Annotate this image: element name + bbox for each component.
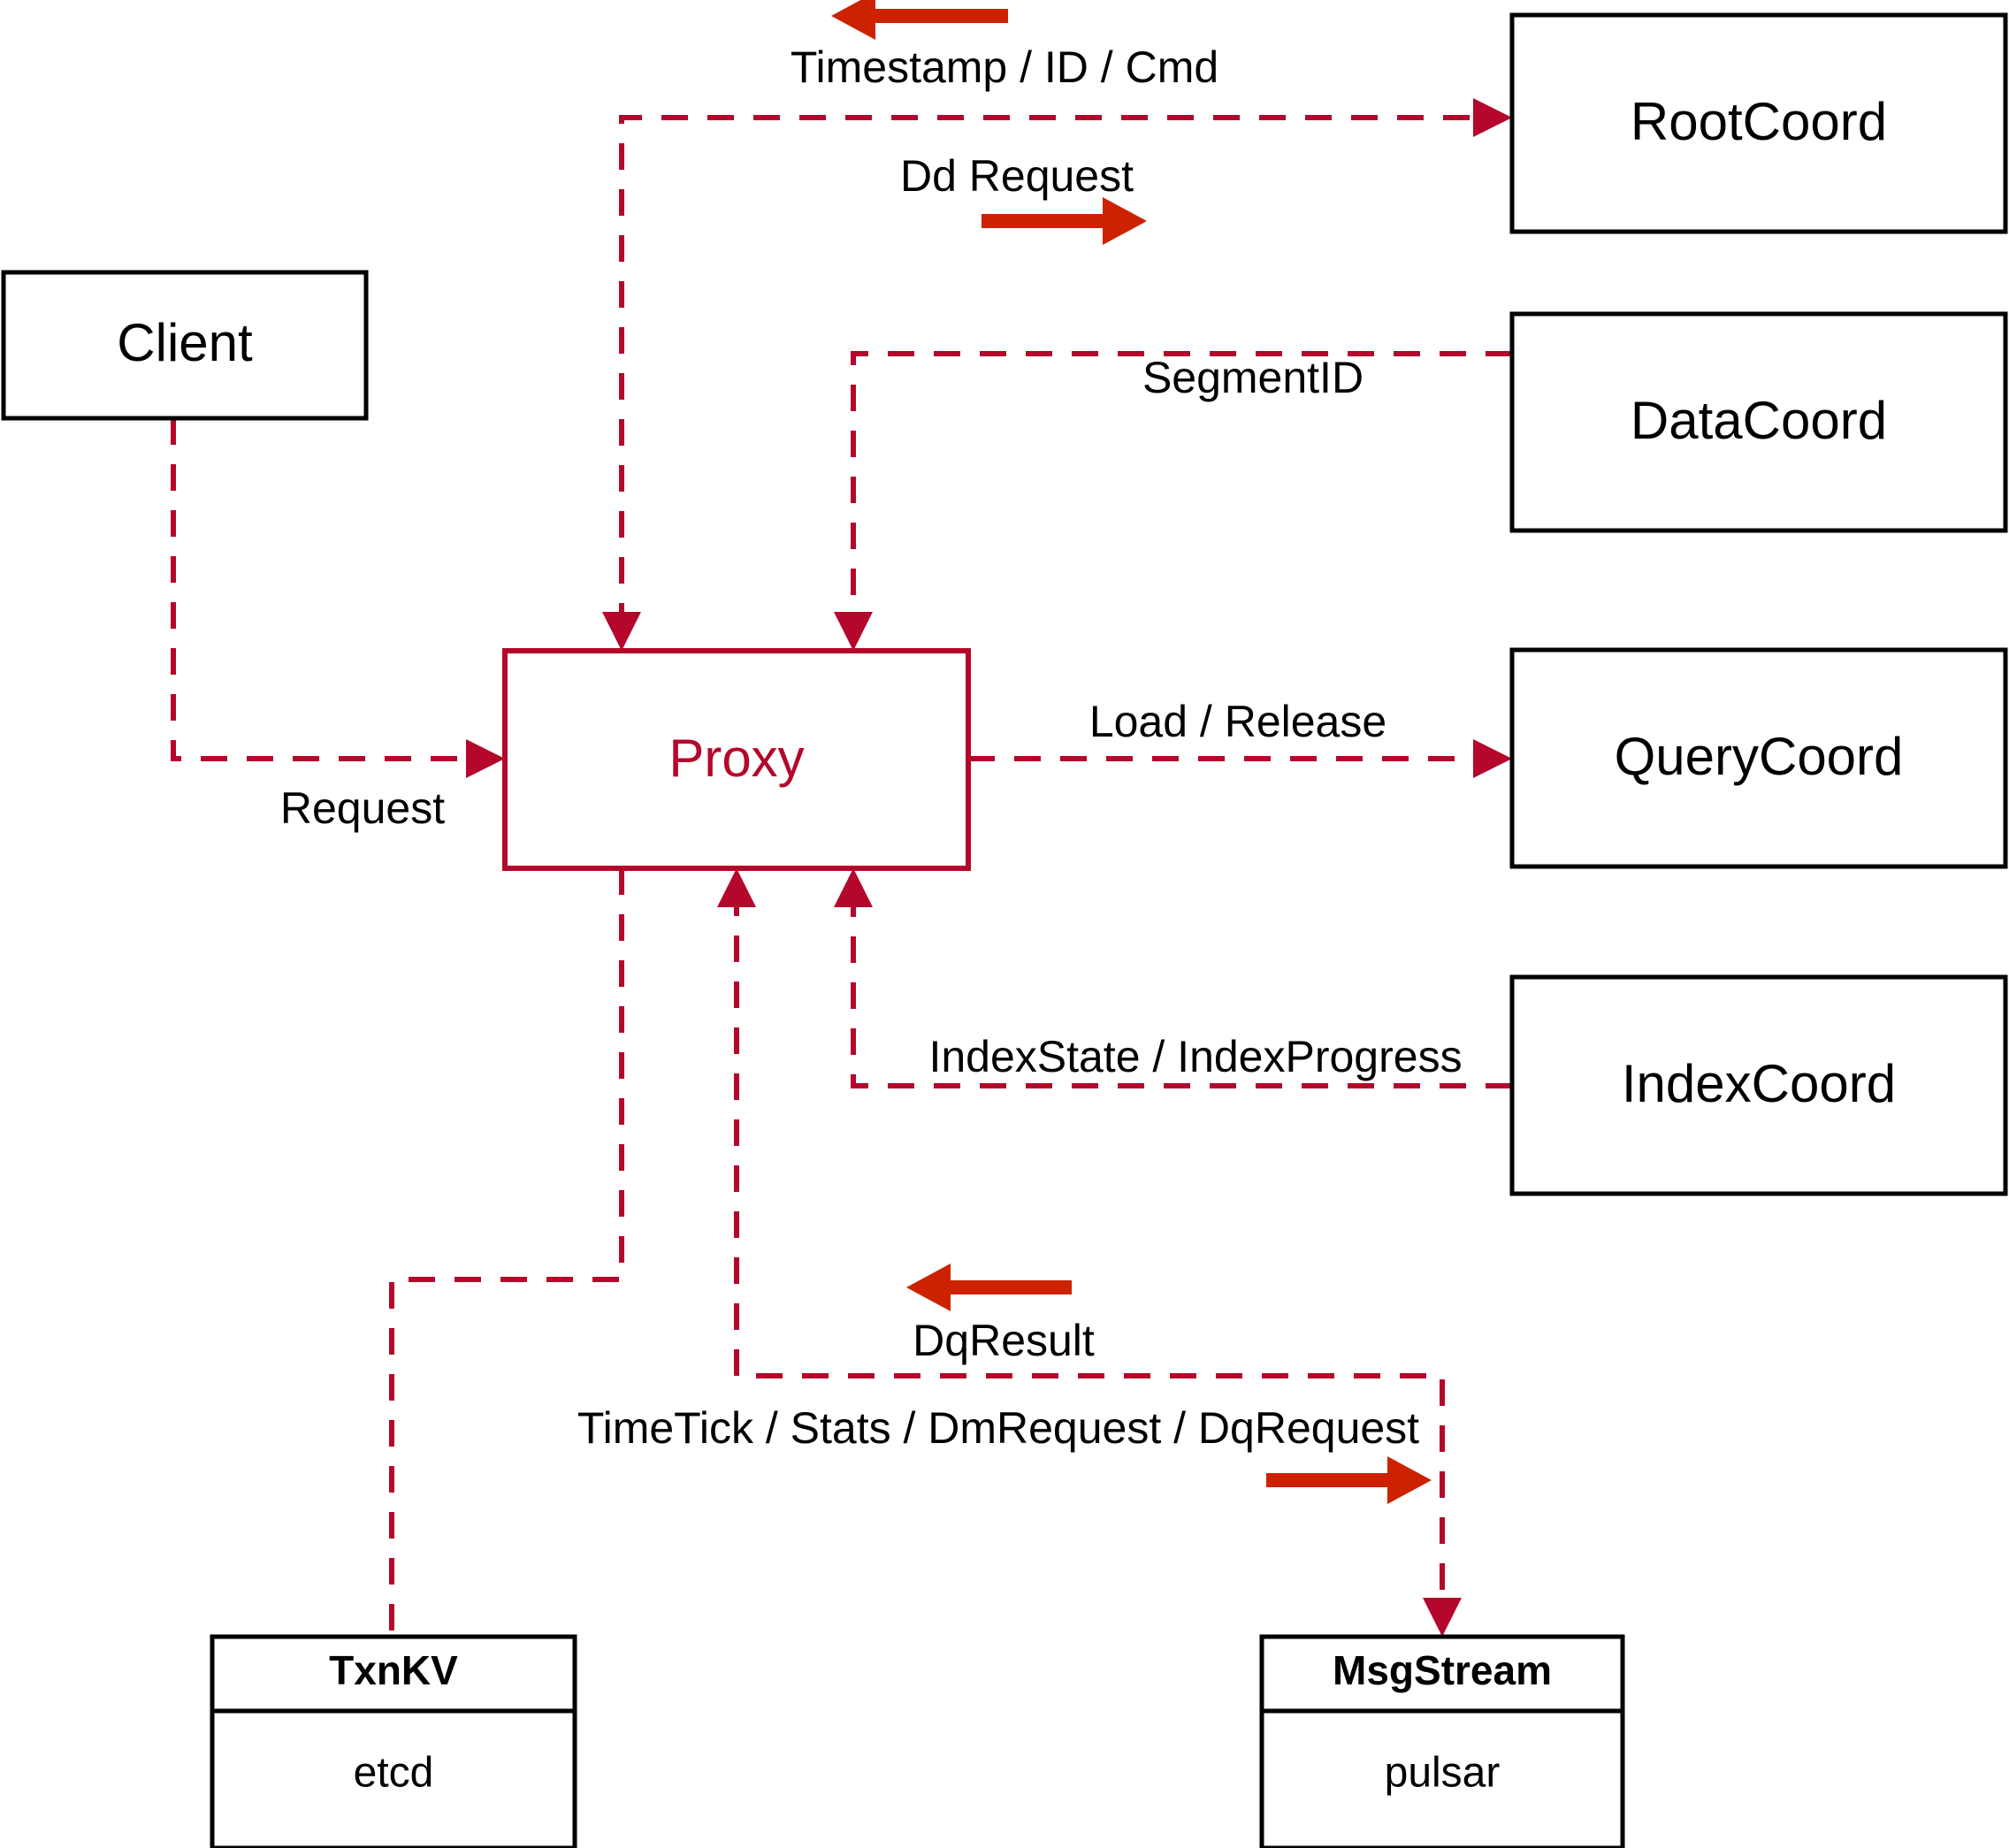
node-msg-stream-box xyxy=(1259,1634,1625,1848)
edge-label-segmentid: SegmentID xyxy=(1142,353,1364,402)
direction-arrow-dqrequest-right xyxy=(1266,1456,1432,1504)
node-data-coord-box xyxy=(1509,311,2008,533)
edge-datacoord-path xyxy=(851,351,1512,630)
edge-txnkv-link xyxy=(389,868,624,1637)
node-index-coord-label: IndexCoord xyxy=(1622,1054,1896,1113)
edge-rootcoord-channel xyxy=(602,98,1512,651)
node-proxy[interactable]: Proxy xyxy=(502,648,971,871)
node-msg-stream-impl: pulsar xyxy=(1385,1750,1501,1797)
edge-querycoord-arrowhead xyxy=(1473,739,1512,778)
edge-client-request-path xyxy=(171,418,485,761)
node-msg-stream[interactable]: MsgStream pulsar xyxy=(1259,1634,1625,1848)
edge-indexcoord-state xyxy=(834,868,1512,1088)
direction-arrow-dqresult-left xyxy=(906,1264,1072,1311)
edge-msgstream-path xyxy=(734,890,1445,1613)
node-root-coord-label: RootCoord xyxy=(1631,92,1887,151)
node-query-coord-label: QueryCoord xyxy=(1615,727,1904,786)
edge-rootcoord-path xyxy=(619,115,1491,630)
edge-client-request-arrowhead xyxy=(466,739,505,778)
edge-datacoord-arrowhead-down xyxy=(834,612,873,651)
edge-rootcoord-arrowhead-right xyxy=(1473,98,1512,137)
edge-label-indexstate-indexprogress: IndexState / IndexProgress xyxy=(928,1032,1462,1081)
node-root-coord-box xyxy=(1509,12,2008,234)
edge-msgstream-arrowhead-down xyxy=(1423,1598,1462,1637)
node-index-coord[interactable]: IndexCoord xyxy=(1509,974,2008,1196)
node-query-coord-box xyxy=(1509,647,2008,869)
edge-msgstream-channel xyxy=(717,868,1462,1637)
node-data-coord-label: DataCoord xyxy=(1631,391,1887,450)
edge-indexcoord-path xyxy=(851,890,1512,1088)
edge-label-load-release: Load / Release xyxy=(1089,697,1386,746)
node-client[interactable]: Client xyxy=(1,270,369,421)
node-txn-kv-impl: etcd xyxy=(354,1750,434,1797)
edge-client-request xyxy=(171,418,505,778)
edge-label-timetick-stats-dmrequest-dqrequest: TimeTick / Stats / DmRequest / DqRequest xyxy=(577,1403,1419,1453)
node-query-coord[interactable]: QueryCoord xyxy=(1509,647,2008,869)
edge-msgstream-arrowhead-up xyxy=(717,868,756,907)
node-proxy-label: Proxy xyxy=(668,729,804,788)
edge-querycoord-load xyxy=(968,739,1512,778)
node-client-box xyxy=(1,270,369,421)
direction-arrow-timestamp-left xyxy=(831,0,1008,40)
node-txn-kv-box xyxy=(210,1634,577,1848)
edge-rootcoord-arrowhead-down xyxy=(602,612,641,651)
node-root-coord[interactable]: RootCoord xyxy=(1509,12,2008,234)
edge-label-dqresult: DqResult xyxy=(913,1316,1095,1365)
node-txn-kv-title: TxnKV xyxy=(329,1647,458,1693)
edge-datacoord-segmentid xyxy=(834,351,1512,651)
edge-label-request: Request xyxy=(280,783,445,833)
node-data-coord[interactable]: DataCoord xyxy=(1509,311,2008,533)
edge-label-dd-request: Dd Request xyxy=(900,151,1134,201)
direction-arrow-ddrequest-right xyxy=(982,197,1147,245)
node-proxy-box xyxy=(502,648,971,871)
edge-label-timestamp-id-cmd: Timestamp / ID / Cmd xyxy=(791,42,1218,92)
edge-indexcoord-arrowhead-up xyxy=(834,868,873,907)
node-txn-kv[interactable]: TxnKV etcd xyxy=(210,1634,577,1848)
node-index-coord-box xyxy=(1509,974,2008,1196)
node-msg-stream-title: MsgStream xyxy=(1333,1647,1552,1693)
edge-txnkv-path xyxy=(389,868,624,1637)
node-client-label: Client xyxy=(117,313,253,372)
